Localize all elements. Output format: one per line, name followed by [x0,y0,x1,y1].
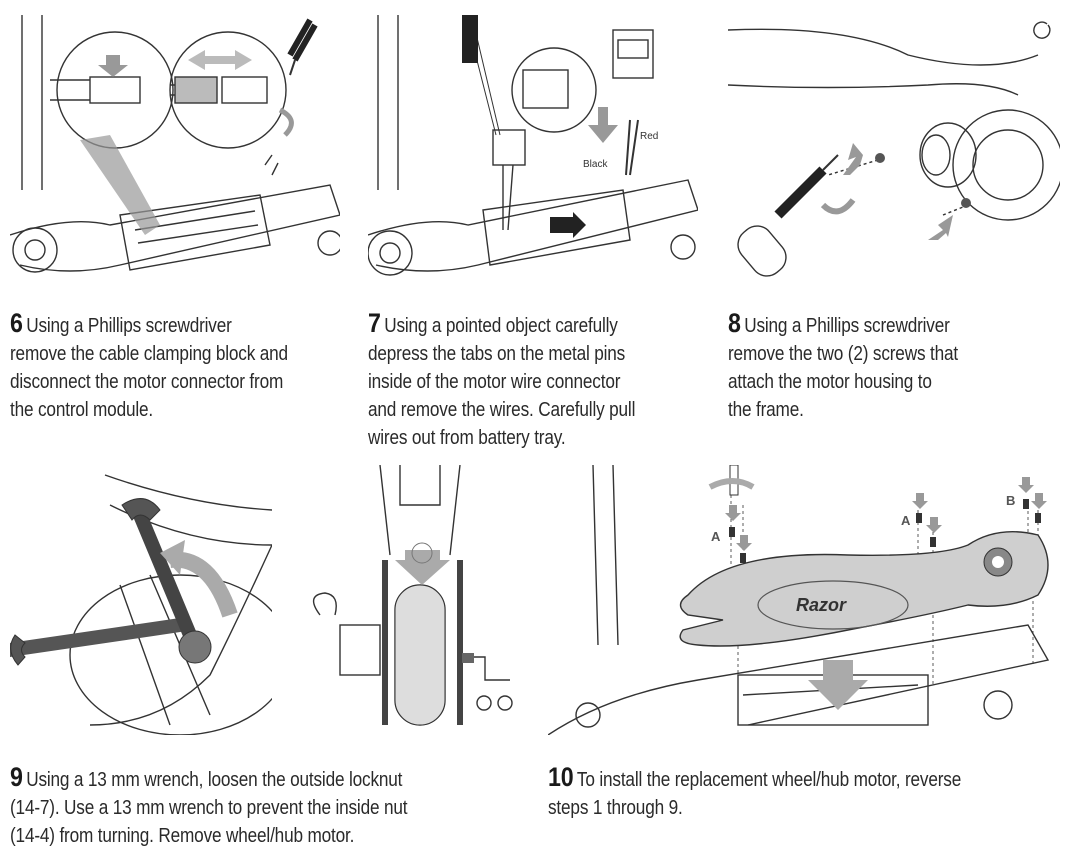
step-6-line-2: remove the cable clamping block and [10,343,288,365]
step-8-line-2: remove the two (2) screws that [728,343,958,365]
step-6-number: 6 [10,308,23,338]
step-7-line-4: and remove the wires. Carefully pull [368,399,636,421]
step-8-line-3: attach the motor housing to [728,371,932,393]
step-9-number: 9 [10,762,23,792]
step-7-line-5: wires out from battery tray. [368,427,566,449]
step-9-line-2: (14-7). Use a 13 mm wrench to prevent th… [10,797,408,819]
step-9-wheel-drawing [312,465,513,726]
illustration-step-8 [728,15,1060,285]
black-wire-label: Black [583,159,608,170]
step-10-drawing: Razor A A B [548,465,1050,735]
illustration-step-10: Razor A A B [548,465,1060,735]
illustration-step-9-wrench [10,465,272,735]
step-8-drawing [728,21,1060,277]
step-10-number: 10 [548,762,574,792]
step-7-line-2: depress the tabs on the metal pins [368,343,626,365]
screw-label-a-left: A [711,529,721,544]
screw-label-a-right: A [901,513,911,528]
step-7-line-3: inside of the motor wire connector [368,371,621,393]
step-7-number: 7 [368,308,381,338]
razor-logo: Razor [796,595,847,615]
step-10-line-2: steps 1 through 9. [548,797,683,819]
red-wire-label: Red [640,131,658,142]
step-9-line-3: (14-4) from turning. Remove wheel/hub mo… [10,825,355,847]
illustration-step-7: Red Black [368,15,698,285]
illustration-step-6 [10,15,340,285]
illustration-step-9-wheel [300,465,522,735]
step-8-number: 8 [728,308,741,338]
step-9-wrench-drawing [10,474,272,735]
step-7-drawing: Red Black [368,15,698,276]
step-6-line-4: the control module. [10,399,154,421]
step-8-line-4: the frame. [728,399,804,421]
screw-label-b: B [1006,493,1015,508]
step-6-line-3: disconnect the motor connector from [10,371,284,393]
step-6-drawing [10,15,340,273]
